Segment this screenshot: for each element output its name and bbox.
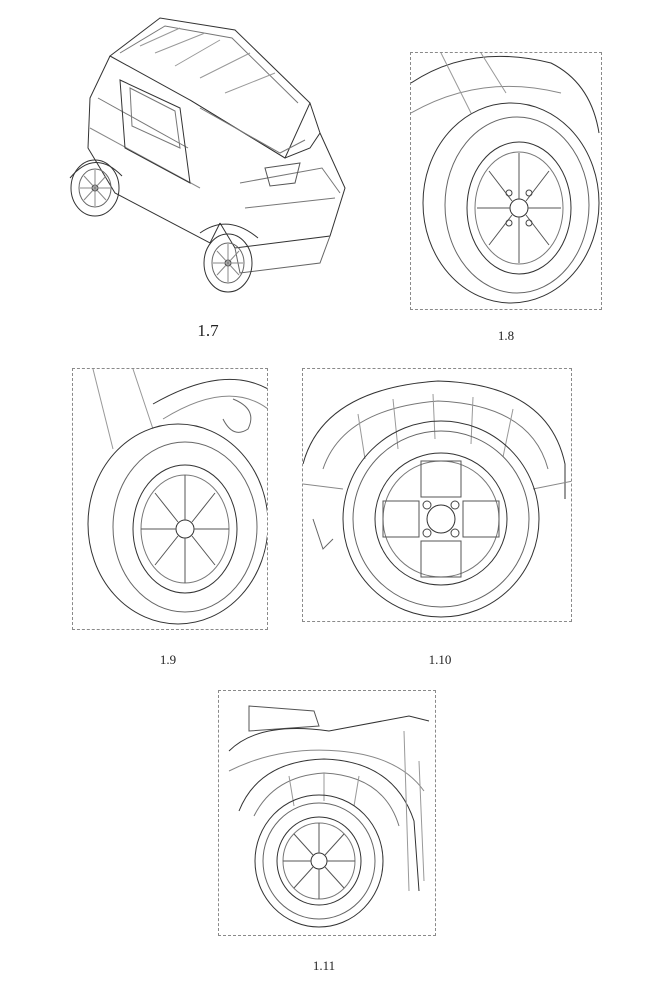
figure-1-8-frame <box>410 52 602 310</box>
figure-1-7: 1.7 <box>60 8 360 340</box>
figure-1-11-frame <box>218 690 436 936</box>
wheel-side-drawing <box>303 369 572 622</box>
caption-1-8: 1.8 <box>497 328 515 343</box>
wheel-angled-drawing <box>73 369 268 630</box>
caption-1-7: 1.7 <box>197 321 219 340</box>
caption-1-11: 1.11 <box>312 958 336 973</box>
figure-1-10-frame <box>302 368 572 622</box>
wheel-front-quarter-drawing <box>219 691 436 936</box>
wheel-close-up-drawing <box>411 53 602 310</box>
caption-1-9: 1.9 <box>159 652 177 667</box>
figure-1-9-frame <box>72 368 268 630</box>
car-perspective-drawing <box>60 8 360 298</box>
caption-1-10: 1.10 <box>428 652 452 667</box>
